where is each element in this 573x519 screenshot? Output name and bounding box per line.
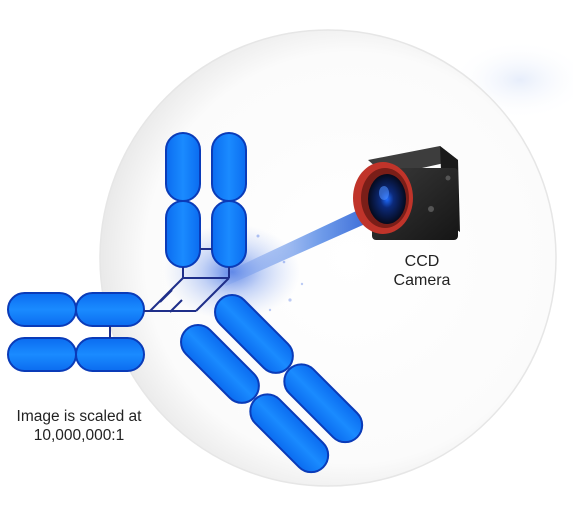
scale-note-line2: 10,000,000:1: [33, 427, 125, 444]
light-beam: [218, 196, 392, 286]
camera-screw: [445, 175, 451, 181]
heavy-chain-segment: [7, 292, 77, 327]
glow-sparkle: [268, 308, 272, 312]
hinge-region: [109, 248, 230, 338]
camera-label: CCD Camera: [372, 252, 472, 290]
glow-sparkle: [300, 282, 304, 286]
fc-segment: [180, 324, 260, 404]
heavy-chain-segment: [75, 292, 145, 327]
light-chain-segment: [211, 200, 247, 268]
light-chain-segment: [75, 337, 145, 372]
camera-label-line2: Camera: [393, 272, 451, 289]
fc-segment: [283, 363, 364, 444]
heavy-chain-segment: [165, 132, 201, 202]
scale-note-line1: Image is scaled at: [16, 408, 142, 425]
heavy-chain-segment: [165, 200, 201, 268]
camera-label-line1: CCD: [404, 253, 440, 270]
lens-glass: [368, 174, 406, 224]
glow-sparkle: [282, 260, 286, 264]
antibody-y-shape-icon: [7, 132, 364, 474]
ccd-camera-icon: [353, 146, 460, 240]
glow-sparkle: [256, 234, 260, 238]
light-chain-segment: [7, 337, 77, 372]
fc-segment: [214, 294, 294, 374]
fc-segment: [249, 393, 330, 474]
lens-reflection: [379, 186, 389, 200]
glow-sparkle: [288, 298, 292, 302]
light-chain-segment: [211, 132, 247, 202]
camera-screw: [428, 206, 434, 212]
scale-note: Image is scaled at 10,000,000:1: [0, 407, 158, 445]
